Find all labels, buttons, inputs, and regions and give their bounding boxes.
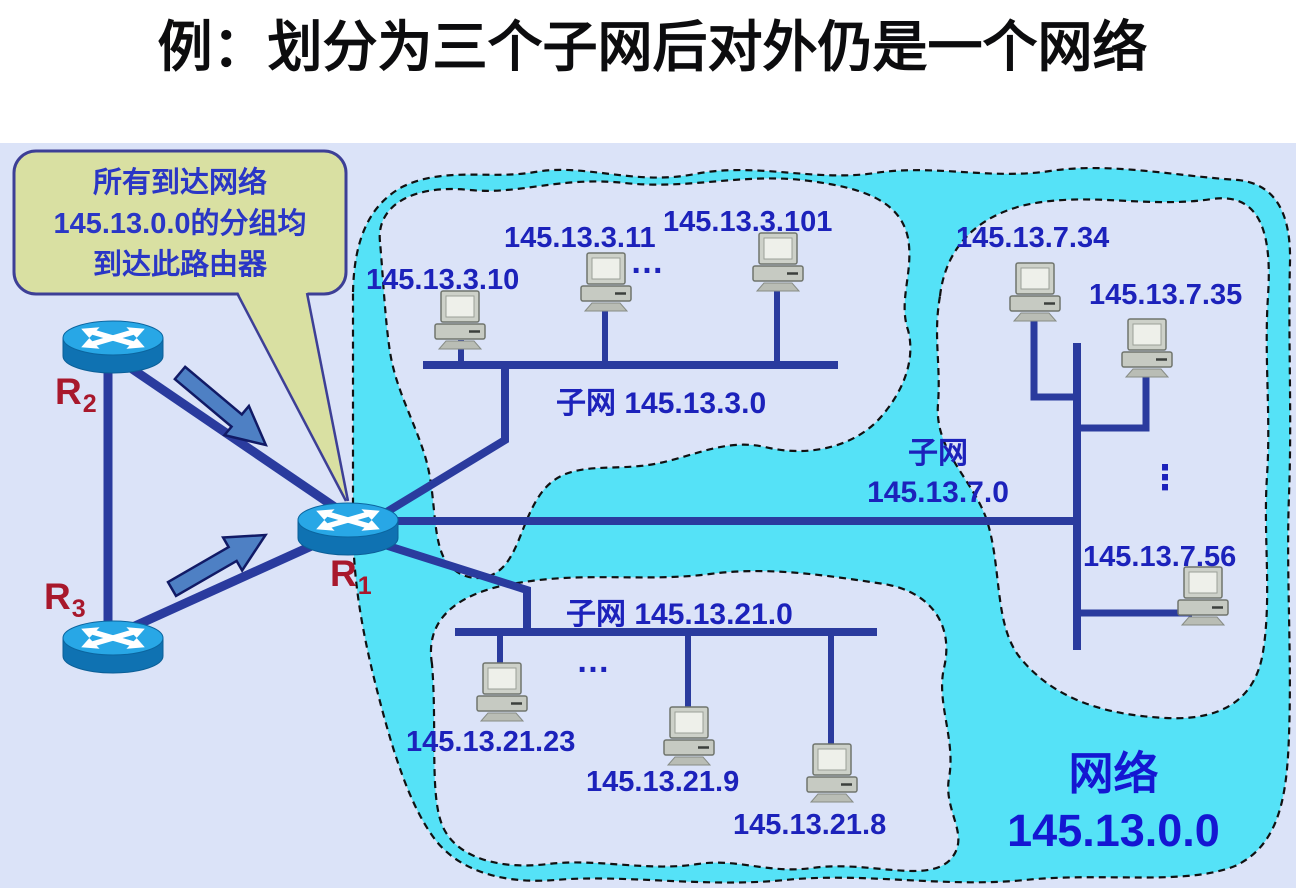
host-label-7-35: 145.13.7.35 (1089, 279, 1243, 311)
host-label-7-34: 145.13.7.34 (956, 222, 1110, 254)
packet-arrow-r2 (173, 365, 268, 447)
network-label: 网络 145.13.0.0 (995, 745, 1232, 859)
host-label-3-101: 145.13.3.101 (663, 206, 833, 238)
host-label-7-56: 145.13.7.56 (1083, 541, 1237, 573)
router-r3-label: R3 (44, 576, 86, 623)
host-label-21-9: 145.13.21.9 (586, 766, 740, 798)
slide-title: 例：划分为三个子网后对外仍是一个网络 (157, 16, 1148, 78)
drop-host-7-35 (1077, 372, 1150, 432)
subnet7-name-line1: 子网 (908, 437, 968, 470)
right-margin (1296, 143, 1305, 888)
ellipsis-subnet7: ⋮ (1148, 459, 1182, 497)
ellipsis-subnet3: … (630, 243, 664, 281)
subnet7-name-line2: 145.13.7.0 (867, 476, 1009, 509)
callout-line-3: 到达此路由器 (92, 249, 267, 281)
ellipsis-subnet21: … (576, 642, 610, 680)
drop-host-7-34 (1030, 316, 1077, 401)
subnet7-name: 子网 145.13.7.0 (858, 434, 1018, 512)
host-label-21-23: 145.13.21.23 (406, 726, 576, 758)
network-label-line1: 网络 (1068, 748, 1159, 799)
router-r1-icon (297, 502, 399, 556)
router-r2-label: R2 (55, 371, 97, 418)
router-r1-label: R1 (330, 553, 372, 600)
router-r2-icon (62, 320, 164, 374)
host-label-3-10: 145.13.3.10 (366, 264, 520, 296)
subnet21-name: 子网 145.13.21.0 (566, 598, 793, 631)
callout-text: 所有到达网络 145.13.0.0的分组均 到达此路由器 (14, 163, 346, 286)
host-label-21-8: 145.13.21.8 (733, 809, 887, 841)
router-r3-icon (62, 620, 164, 674)
host-label-3-11: 145.13.3.11 (504, 222, 656, 254)
link-r3-r1 (124, 529, 340, 635)
network-label-line2: 145.13.0.0 (1007, 805, 1220, 856)
callout-line-2: 145.13.0.0的分组均 (53, 208, 307, 240)
callout-bubble (12, 149, 350, 503)
subnet3-name: 子网 145.13.3.0 (556, 387, 767, 420)
callout-line-1: 所有到达网络 (92, 167, 267, 199)
link-r1-subnet3 (382, 362, 509, 517)
packet-arrow-r3 (166, 533, 268, 598)
link-r1-subnet21 (383, 541, 531, 634)
